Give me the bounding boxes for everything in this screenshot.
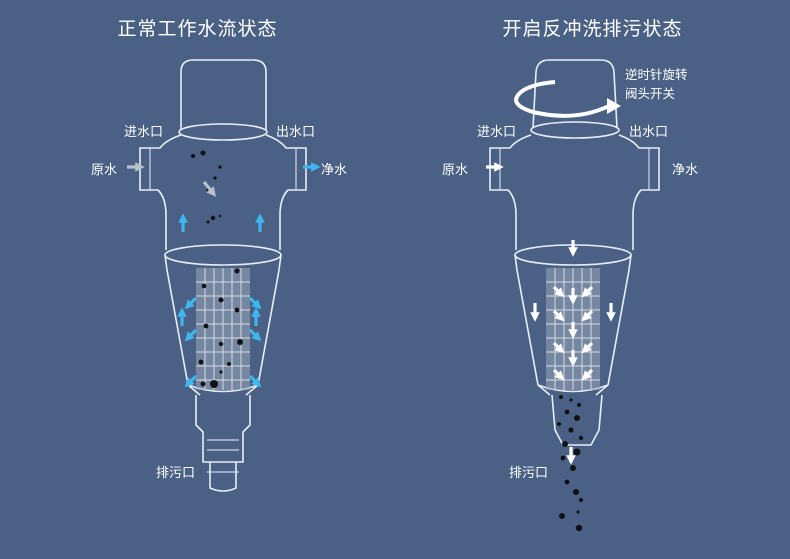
arrow-icon xyxy=(127,162,217,197)
drain-nozzle xyxy=(209,462,237,492)
bowl xyxy=(514,254,632,396)
particles xyxy=(557,395,584,532)
panel-title: 开启反冲洗排污状态 xyxy=(502,18,683,40)
filter-mesh xyxy=(196,268,250,390)
cap-ring xyxy=(530,121,620,139)
bowl xyxy=(164,254,282,396)
outlet-label: 出水口 xyxy=(276,125,316,140)
drain-label: 排污口 xyxy=(156,466,196,481)
filter-diagram-backwash xyxy=(486,59,660,532)
valve-cap xyxy=(180,59,267,130)
particles xyxy=(191,150,243,388)
valve-cap xyxy=(532,59,618,129)
filter-diagram-normal xyxy=(127,59,321,492)
raw-water-label: 原水 xyxy=(91,163,118,178)
panel-title: 正常工作水流状态 xyxy=(117,18,278,40)
inlet-label: 进水口 xyxy=(477,125,517,140)
clean-water-label: 净水 xyxy=(672,163,699,178)
rotate-arrow-icon xyxy=(514,80,621,118)
outlet-body xyxy=(618,134,660,250)
cap-ring xyxy=(178,123,268,141)
drain-label: 排污口 xyxy=(509,466,549,481)
inlet-body xyxy=(139,134,182,250)
drain-body xyxy=(195,395,251,463)
clean-water-label: 净水 xyxy=(321,163,348,178)
raw-water-label: 原水 xyxy=(442,163,469,178)
arrow-icon xyxy=(177,162,321,388)
rotate-instruction-line2: 阀头开关 xyxy=(625,86,676,101)
rotate-instruction-line1: 逆时针旋转 xyxy=(625,67,688,82)
arrow-icon xyxy=(486,162,616,465)
outlet-label: 出水口 xyxy=(629,125,669,140)
normal-operation-panel: 正常工作水流状态 xyxy=(91,18,348,492)
outlet-body xyxy=(265,134,307,250)
inlet-body xyxy=(489,134,532,250)
bowl-ring xyxy=(164,244,282,266)
drain-body xyxy=(551,394,603,446)
inlet-label: 进水口 xyxy=(124,125,164,140)
backwash-panel: 开启反冲洗排污状态 xyxy=(395,0,790,559)
